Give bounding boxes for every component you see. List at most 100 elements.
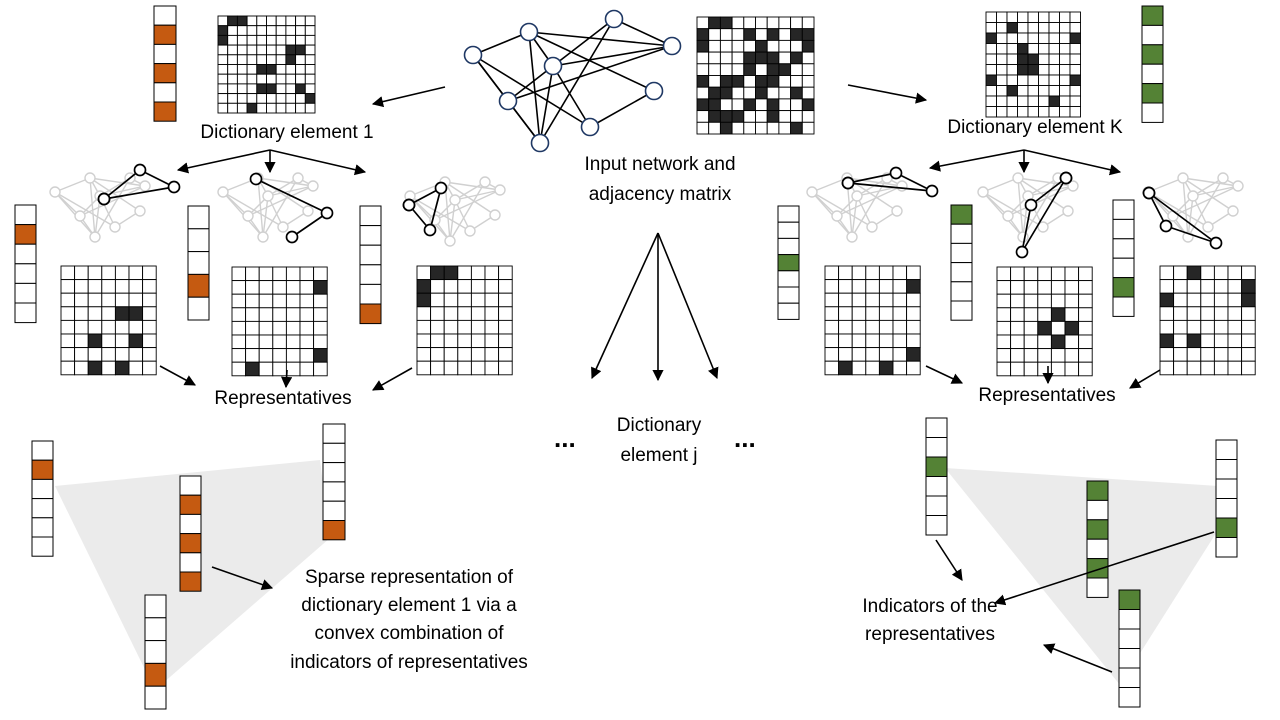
matrix-cell	[1017, 43, 1029, 55]
matrix-cell	[1064, 334, 1080, 350]
indicator-vector-l1_vec	[14, 204, 37, 324]
matrix-cell	[719, 39, 733, 53]
matrix-cell	[778, 98, 792, 112]
flow-arrow	[591, 232, 659, 380]
vector-cell	[1215, 537, 1238, 558]
motif-edge	[257, 177, 314, 187]
vector-cell	[1215, 459, 1238, 480]
matrix-cell	[1048, 43, 1060, 55]
matrix-cell	[443, 347, 459, 362]
matrix-cell	[696, 98, 710, 112]
matrix-cell	[838, 319, 853, 335]
matrix-cell	[801, 75, 815, 88]
motif-highlight-node	[1024, 198, 1038, 212]
vector-cell	[14, 282, 37, 304]
matrix-cell	[996, 85, 1008, 97]
matrix-cell	[430, 292, 445, 308]
vector-cell	[1141, 63, 1164, 85]
matrix-cell	[1017, 11, 1029, 23]
indicator-vector-sparse_a	[31, 440, 54, 557]
matrix-cell	[865, 292, 880, 308]
matrix-cell	[1186, 306, 1202, 321]
motif-highlight-node	[402, 198, 416, 212]
matrix-cell	[1173, 292, 1188, 308]
adjacency-matrix-r3	[1159, 265, 1256, 376]
matrix-cell	[285, 93, 297, 104]
matrix-cell	[217, 25, 229, 36]
matrix-cell	[1173, 319, 1188, 335]
matrix-cell	[1173, 306, 1188, 321]
matrix-cell	[142, 319, 157, 335]
matrix-cell	[1010, 320, 1025, 336]
matrix-cell	[801, 98, 815, 112]
motif-node	[977, 186, 989, 198]
vector-cell	[179, 533, 202, 554]
motif-node	[74, 210, 86, 222]
matrix-cell	[878, 292, 894, 308]
matrix-cell	[484, 347, 500, 362]
matrix-cell	[1064, 320, 1080, 336]
matrix-cell	[231, 293, 247, 309]
matrix-cell	[1200, 265, 1215, 281]
vector-cell	[925, 417, 948, 438]
convex-hull-right	[945, 468, 1218, 685]
matrix-cell	[696, 121, 710, 135]
vector-cell	[359, 303, 382, 325]
matrix-cell	[1059, 32, 1071, 44]
flow-arrow	[371, 86, 446, 108]
matrix-cell	[498, 360, 513, 376]
matrix-cell	[1059, 85, 1071, 97]
matrix-cell	[1010, 334, 1025, 350]
motif-edge	[982, 177, 1019, 193]
matrix-cell	[285, 348, 301, 363]
matrix-cell	[231, 307, 247, 322]
matrix-cell	[1241, 265, 1256, 281]
matrix-cell	[430, 306, 445, 321]
matrix-cell	[865, 333, 880, 349]
matrix-cell	[1027, 43, 1039, 55]
motif-node	[489, 209, 501, 221]
matrix-cell	[285, 25, 297, 36]
matrix-cell	[824, 265, 840, 281]
motif-node	[217, 186, 229, 198]
matrix-cell	[1038, 11, 1050, 23]
motif-edge	[267, 177, 299, 197]
network-edge	[552, 45, 673, 67]
matrix-cell	[258, 280, 274, 295]
matrix-cell	[457, 265, 472, 281]
motif-edge	[247, 185, 314, 217]
matrix-cell	[74, 265, 89, 281]
motif-node	[49, 186, 61, 198]
network-node	[644, 81, 664, 101]
matrix-cell	[755, 51, 768, 65]
vector-cell	[359, 264, 382, 285]
matrix-cell	[985, 64, 997, 76]
matrix-cell	[1213, 292, 1229, 308]
matrix-cell	[790, 63, 803, 76]
matrix-cell	[1069, 43, 1081, 55]
matrix-cell	[1200, 319, 1215, 335]
motif-highlight-node	[1059, 171, 1073, 185]
matrix-cell	[1010, 293, 1025, 309]
matrix-cell	[996, 32, 1008, 44]
vector-cell	[359, 283, 382, 305]
matrix-cell	[1186, 319, 1202, 335]
matrix-cell	[285, 73, 297, 85]
vector-cell	[925, 515, 948, 536]
flow-arrow	[925, 365, 964, 384]
matrix-cell	[1186, 292, 1202, 308]
matrix-cell	[74, 347, 89, 362]
matrix-cell	[1173, 360, 1188, 376]
motif-edge	[454, 189, 501, 201]
matrix-cell	[484, 265, 500, 281]
matrix-cell	[824, 333, 840, 349]
matrix-cell	[285, 44, 297, 56]
vector-cell	[153, 82, 177, 103]
flow-arrow	[372, 367, 413, 391]
matrix-cell	[838, 333, 853, 349]
matrix-cell	[114, 306, 130, 321]
network-edge	[589, 90, 655, 128]
matrix-cell	[295, 83, 306, 95]
flow-arrow	[847, 84, 928, 104]
flow-arrow	[928, 149, 1025, 172]
